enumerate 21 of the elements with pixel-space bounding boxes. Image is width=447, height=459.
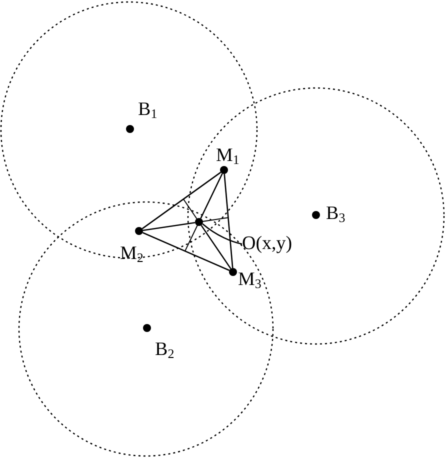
point-label: B$_{3}$	[326, 204, 346, 224]
point-dot	[143, 324, 151, 332]
line-segment	[142, 232, 230, 271]
point-label: O(x,y)	[242, 234, 292, 254]
point-dot	[229, 268, 237, 276]
point-dot	[195, 218, 203, 226]
point-dot	[220, 166, 228, 174]
point-label: M$_{3}$	[238, 270, 262, 290]
line-segment	[142, 172, 222, 230]
line-segment	[200, 224, 232, 270]
line-segment	[142, 222, 196, 232]
point-label: M$_{1}$	[216, 146, 240, 166]
point-label: B$_{1}$	[138, 100, 158, 120]
line-segment	[224, 174, 234, 268]
leader-line	[202, 223, 242, 245]
point-dot	[126, 125, 134, 133]
point-label: M$_{2}$	[120, 244, 144, 264]
point-dot	[135, 227, 143, 235]
line-segment	[200, 173, 223, 219]
point-label: B$_{2}$	[155, 340, 174, 360]
point-dot	[312, 211, 320, 219]
